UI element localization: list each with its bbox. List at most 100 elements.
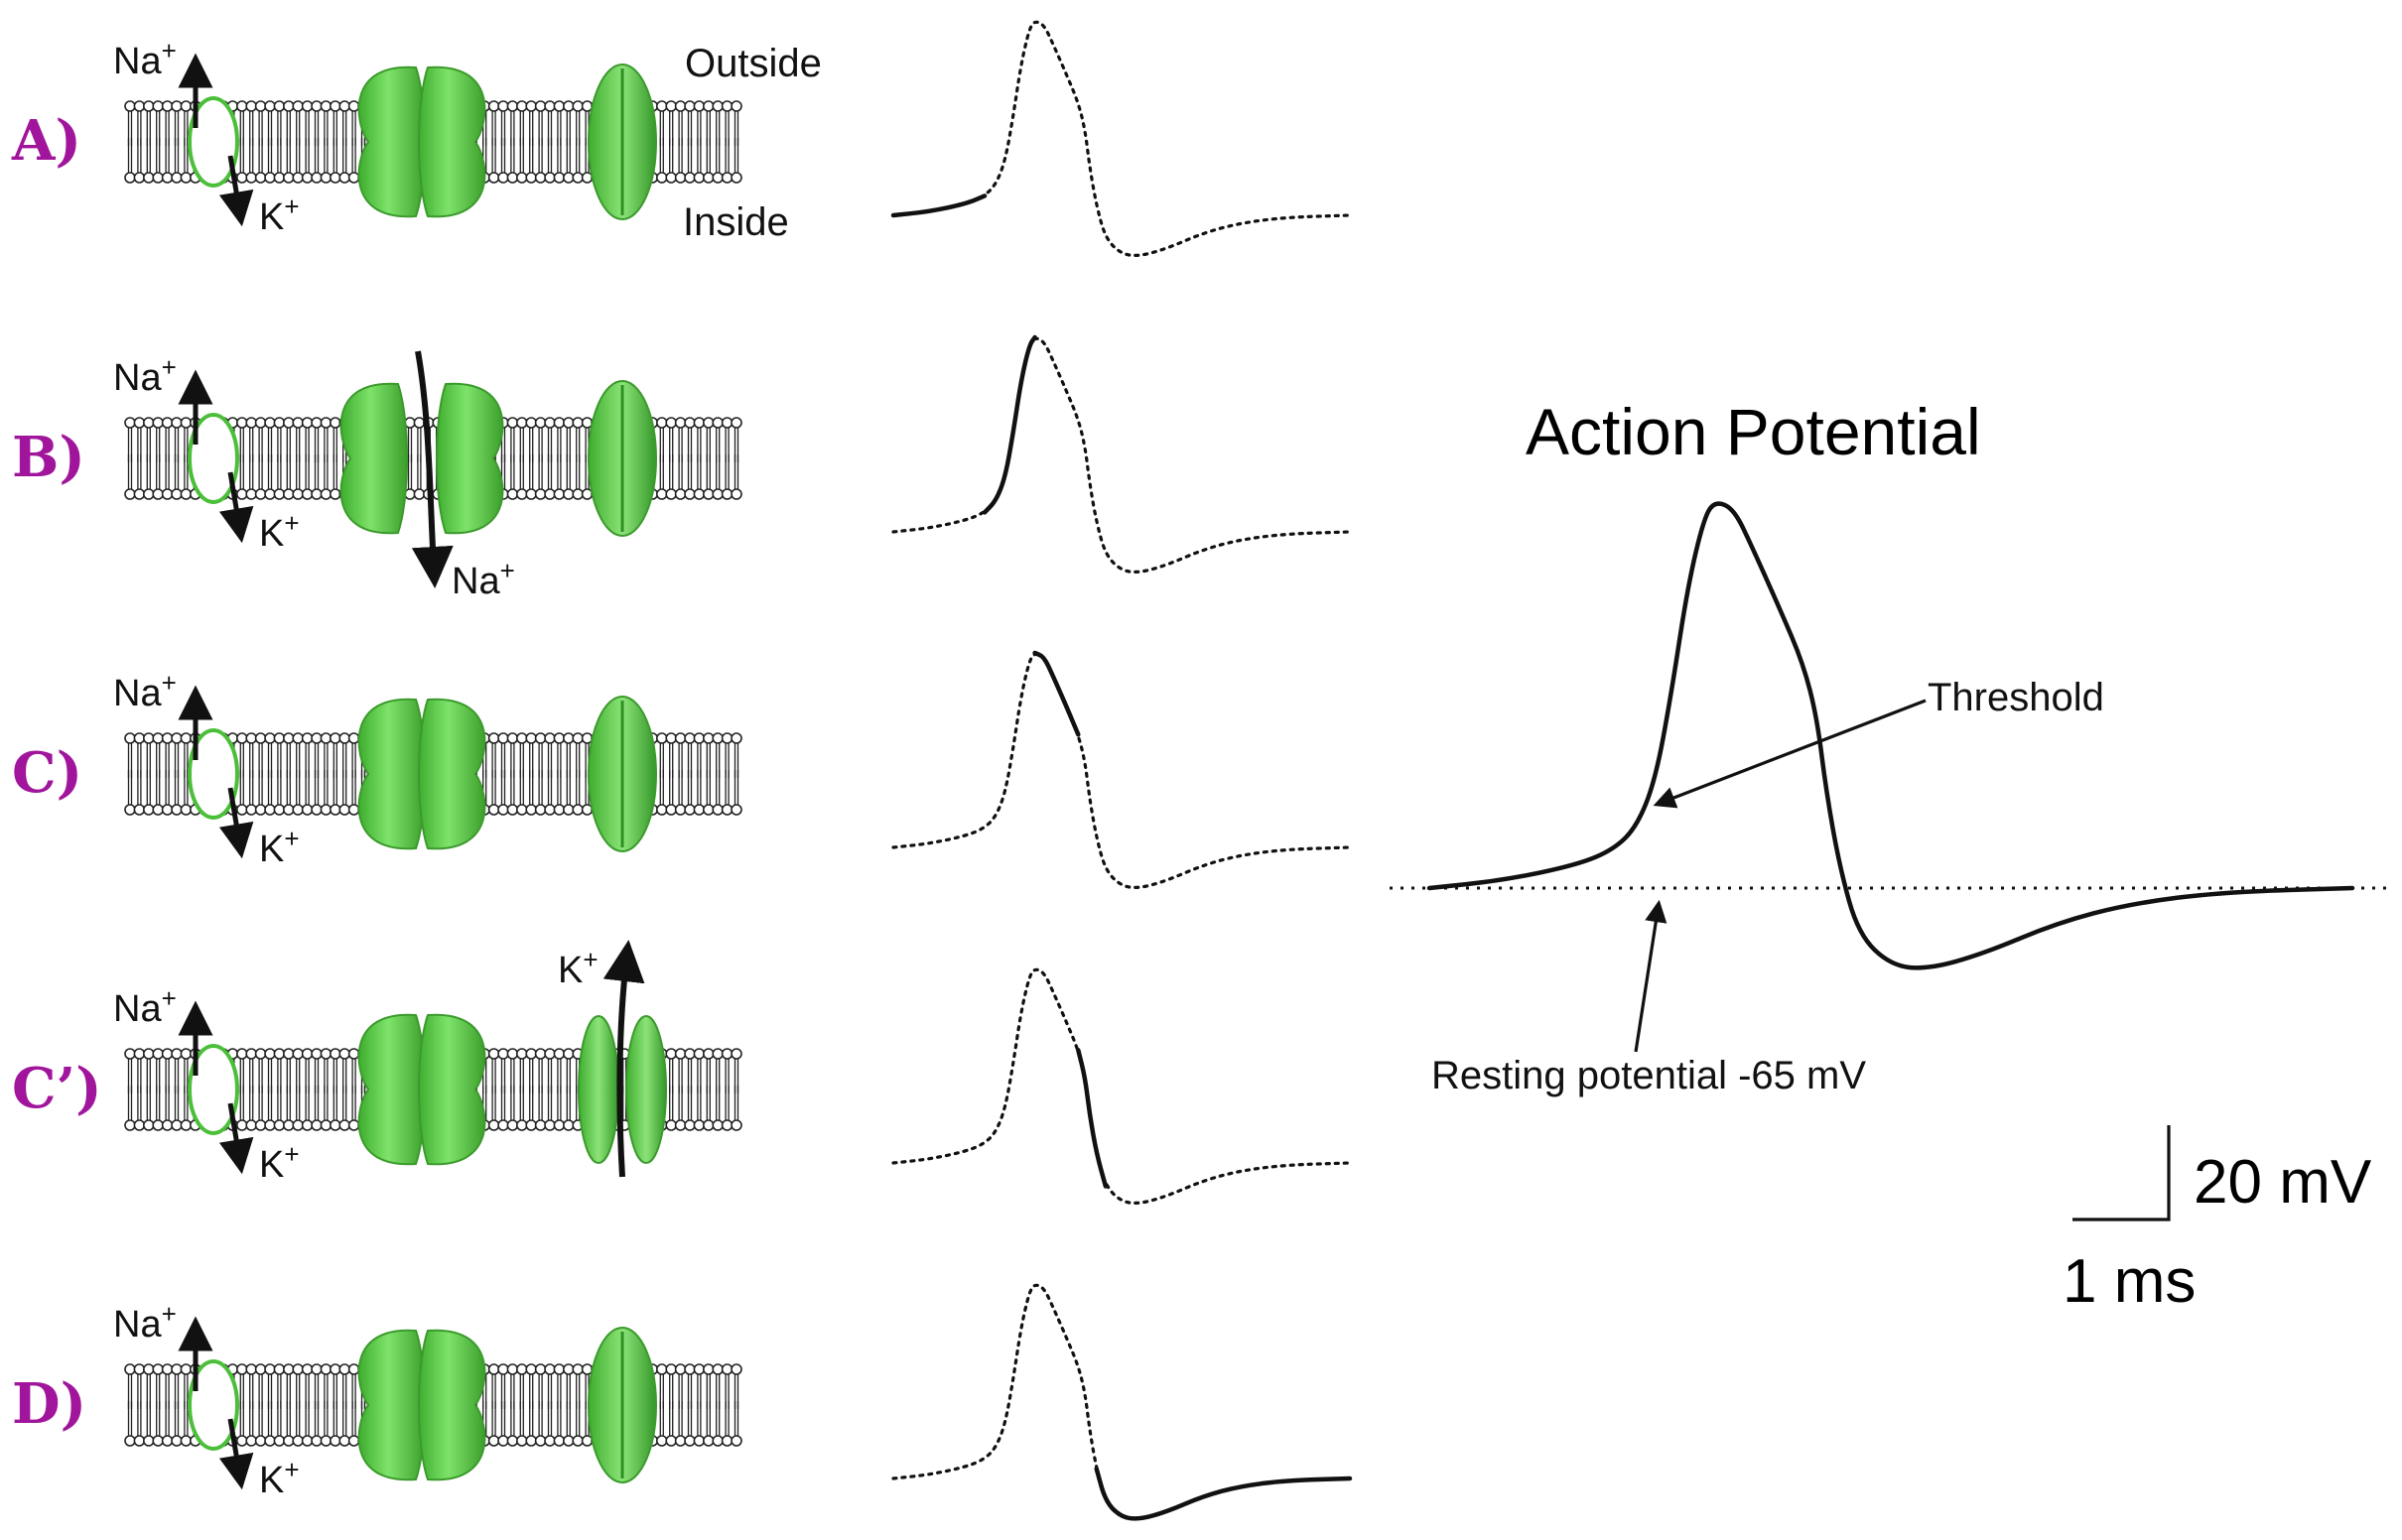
- na-label: Na+: [113, 983, 177, 1030]
- ap-thumbnail-trace: [891, 20, 1352, 257]
- k-label-charge: +: [284, 1455, 299, 1484]
- k-label-charge: +: [284, 192, 299, 221]
- action-potential-trace: [1426, 501, 2355, 970]
- na-label: Na+: [113, 36, 177, 82]
- panel-3: C)Na+K+: [12, 650, 1352, 889]
- leak-channel: [188, 413, 239, 504]
- scale-time-label: 1 ms: [2063, 1247, 2196, 1316]
- na-channel: [357, 1329, 486, 1481]
- na-label: Na+: [113, 668, 177, 714]
- k-label-symbol: K: [259, 1460, 284, 1501]
- na-channel-left-half: [357, 65, 426, 218]
- k-label-charge: +: [284, 1139, 299, 1169]
- na-label: Na+: [113, 352, 177, 399]
- ap-title: Action Potential: [1526, 395, 1981, 468]
- k-channel: [588, 696, 657, 852]
- na-channel-left-half: [339, 382, 408, 535]
- outside-label: Outside: [685, 42, 822, 85]
- na-label-charge: +: [162, 983, 177, 1013]
- ap-thumbnail-trace: [891, 967, 1352, 1205]
- resting-potential-label: Resting potential -65 mV: [1431, 1054, 1866, 1097]
- na-label-symbol: Na: [113, 673, 162, 714]
- k-label: K+: [259, 824, 300, 870]
- k-channel: [578, 1015, 667, 1164]
- k-channel: [588, 64, 657, 220]
- na-channel-right-half: [436, 382, 504, 535]
- k-label-charge: +: [284, 824, 299, 853]
- ap-thumbnail-active-phase: [890, 193, 988, 218]
- panel-2: B)Na+K+Na+: [12, 334, 1352, 602]
- k-channel-right-half: [625, 1015, 667, 1164]
- panel-label: A): [11, 108, 81, 174]
- na-label-charge: +: [162, 668, 177, 698]
- na-channel-left-half: [357, 698, 426, 850]
- k-channel-left-half: [578, 1015, 619, 1164]
- k-label: K+: [259, 192, 300, 238]
- na-label-charge: +: [162, 1299, 177, 1329]
- k-channel: [588, 380, 657, 537]
- k-label: K+: [259, 508, 300, 555]
- na-channel: [357, 1013, 486, 1166]
- ap-thumbnail-trace: [891, 652, 1352, 889]
- ap-thumbnail-active-phase: [1032, 650, 1081, 737]
- panel-label: C’): [12, 1056, 102, 1121]
- k-leak-arrow: [218, 787, 254, 859]
- scale-voltage-label: 20 mV: [2194, 1148, 2372, 1217]
- na-channel-right-half: [418, 1329, 486, 1481]
- na-channel-right-half: [418, 1013, 486, 1166]
- ap-thumbnail-active-phase: [982, 334, 1037, 515]
- na-influx-label: Na+: [452, 556, 515, 602]
- panel-label: B): [12, 425, 85, 490]
- na-channel-right-half: [418, 65, 486, 218]
- na-channel: [357, 65, 486, 218]
- k-label: K+: [259, 1455, 300, 1501]
- panels-layer: A)Na+K+OutsideInsideB)Na+K+Na+C)Na+K+C’)…: [11, 20, 1353, 1521]
- inside-label: Inside: [683, 200, 789, 244]
- k-label-symbol: K: [259, 829, 284, 870]
- resting-arrow: [1634, 899, 1668, 1053]
- leak-channel: [188, 1044, 239, 1135]
- na-channel-left-half: [357, 1329, 426, 1481]
- panel-4: C’)Na+K+K+: [12, 940, 1352, 1205]
- panel-label: C): [12, 740, 82, 806]
- k-label: K+: [259, 1139, 300, 1186]
- leak-channel: [188, 728, 239, 820]
- na-label-symbol: Na: [113, 357, 162, 399]
- panel-5: D)Na+K+: [12, 1283, 1353, 1521]
- k-efflux-label-charge: +: [583, 945, 598, 974]
- k-channel: [588, 1327, 657, 1483]
- k-label-charge: +: [284, 508, 299, 538]
- k-efflux-arrow: [602, 940, 645, 1178]
- na-channel: [339, 382, 504, 535]
- threshold-label: Threshold: [1928, 676, 2104, 719]
- k-leak-arrow: [218, 471, 254, 544]
- k-leak-arrow: [218, 155, 254, 227]
- na-label-symbol: Na: [113, 988, 162, 1030]
- k-label-symbol: K: [259, 196, 284, 238]
- na-influx-label-symbol: Na: [452, 561, 500, 602]
- ap-thumbnail-trace: [891, 336, 1352, 574]
- k-label-symbol: K: [259, 1144, 284, 1186]
- threshold-arrow: [1653, 699, 1927, 809]
- scale-bar: [2072, 1125, 2171, 1221]
- na-label-charge: +: [162, 352, 177, 382]
- action-potential-panel: Action Potential Threshold Resting poten…: [1390, 395, 2392, 1316]
- k-efflux-label: K+: [558, 945, 599, 991]
- na-channel-left-half: [357, 1013, 426, 1166]
- na-channel: [357, 698, 486, 850]
- ap-thumbnail-active-phase: [1094, 1466, 1353, 1521]
- na-channel-right-half: [418, 698, 486, 850]
- k-leak-arrow: [218, 1418, 254, 1490]
- k-label-symbol: K: [259, 513, 284, 555]
- k-leak-arrow: [218, 1102, 254, 1175]
- na-label-charge: +: [162, 36, 177, 65]
- na-influx-arrow: [411, 350, 454, 588]
- leak-channel: [188, 96, 239, 188]
- na-label-symbol: Na: [113, 41, 162, 82]
- k-efflux-label-symbol: K: [558, 950, 583, 991]
- leak-channel: [188, 1359, 239, 1451]
- ap-thumbnail-active-phase: [1076, 1048, 1109, 1189]
- na-label-symbol: Na: [113, 1304, 162, 1346]
